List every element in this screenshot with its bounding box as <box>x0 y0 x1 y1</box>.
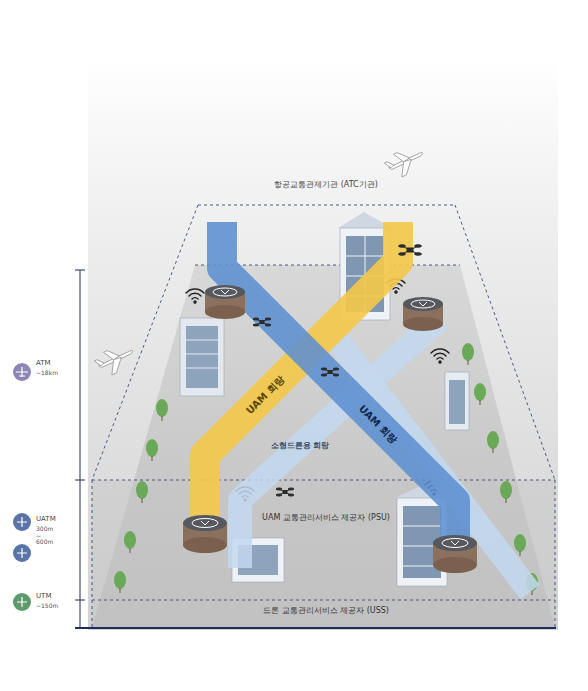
uatm-layer <box>92 480 555 628</box>
layer-name: ATM <box>36 360 51 368</box>
airplane <box>383 143 428 181</box>
altitude-range: ~150m <box>36 603 58 610</box>
layer-label: 드론 교통관리서비스 제공자 (USS) <box>263 607 389 616</box>
corridor-label: 소형드론용 회랑 <box>271 442 330 451</box>
vertiport <box>183 515 227 553</box>
layer-label: 항공교통관제기관 (ATC기관) <box>274 181 378 190</box>
buildings <box>180 212 469 586</box>
altitude-range: 300m ~ 600m <box>36 526 57 546</box>
layer-name: UTM <box>36 593 51 601</box>
corridor-label-holder: 소형드론용 회랑 <box>271 442 330 451</box>
drone-corridor: 소형드론용 회랑 <box>216 294 554 616</box>
altitude-scale <box>75 270 90 628</box>
layer-label: UAM 교통관리서비스 제공자 (PSU) <box>262 514 390 523</box>
sky-volume <box>88 55 558 630</box>
layer-boundaries <box>92 205 555 628</box>
corridor-path <box>330 330 530 592</box>
vertiport <box>205 285 245 319</box>
vertiport <box>403 297 443 331</box>
ground-line <box>90 627 556 629</box>
altitude-range: ~18km <box>36 370 58 377</box>
airplane <box>93 341 138 379</box>
layer-name: UATM <box>36 516 56 524</box>
corridor-band <box>216 294 554 616</box>
vertiport <box>433 535 477 573</box>
drones <box>253 245 422 496</box>
layer-icons <box>13 363 31 611</box>
